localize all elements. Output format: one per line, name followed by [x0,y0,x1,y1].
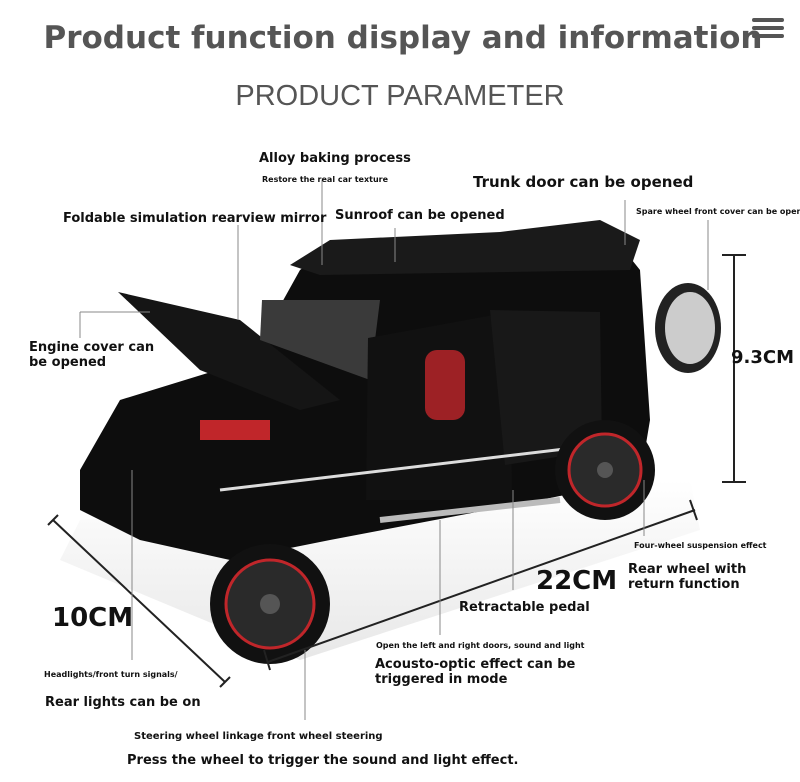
label-headlights: Headlights/front turn signals/ [44,670,178,679]
label-acousto: Acousto-optic effect can be triggered in… [375,657,576,687]
rear-door [490,310,602,465]
seat [425,350,465,420]
page-title: Product function display and information [43,20,763,56]
label-alloy-sub: Restore the real car texture [262,175,389,184]
label-engine: Engine cover can be opened [29,340,155,370]
front-wheel [210,544,330,664]
dimension-height: 9.3CM [731,347,795,368]
dimension-length: 22CM [536,566,618,596]
label-mirror: Foldable simulation rearview mirror [63,211,327,226]
rear-wheel [555,420,655,520]
windshield [260,300,380,380]
label-alloy: Alloy baking process [259,151,411,166]
engine-hood [118,292,340,410]
label-doors-sub: Open the left and right doors, sound and… [376,641,585,650]
dimension-lines [47,254,746,688]
page-subtitle: PRODUCT PARAMETER [235,80,565,112]
label-spare: Spare wheel front cover can be opened [636,207,800,216]
label-rear-wheel: Rear wheel with return function [628,562,747,592]
label-steering: Steering wheel linkage front wheel steer… [134,731,383,742]
label-trunk: Trunk door can be opened [473,173,694,191]
label-suspension: Four-wheel suspension effect [634,541,767,550]
dimension-width: 10CM [52,603,134,633]
label-pedal: Retractable pedal [459,600,590,615]
hamburger-menu-icon[interactable] [752,18,784,38]
leader-lines [79,180,709,720]
engine-part [200,420,270,440]
label-press: Press the wheel to trigger the sound and… [127,753,519,768]
label-sunroof: Sunroof can be opened [335,208,505,223]
car-roof [290,220,640,275]
label-rear-lights: Rear lights can be on [45,695,201,710]
